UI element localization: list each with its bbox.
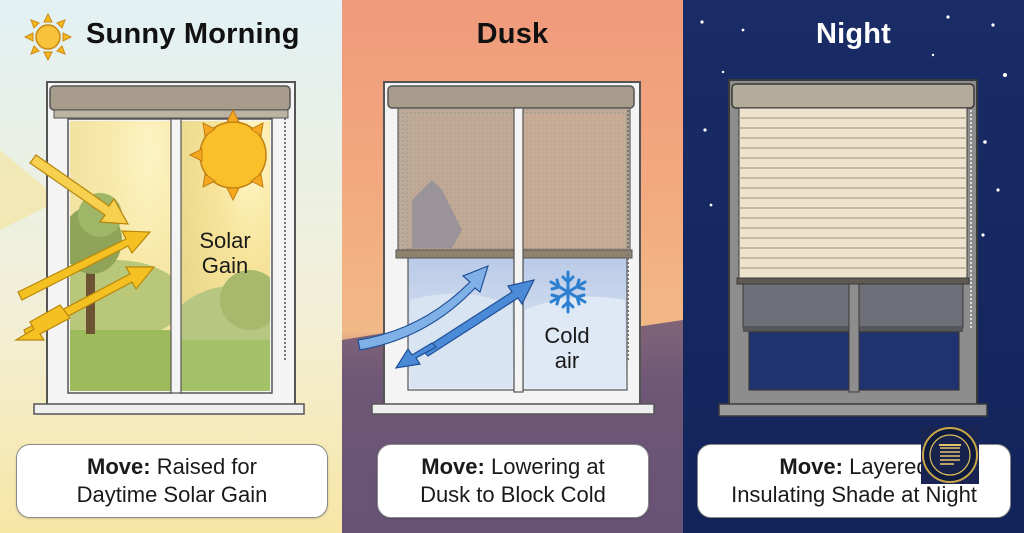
snowflake-icon [549,270,587,314]
roller-housing [731,83,975,109]
cold-air-label-line2: air [554,348,580,373]
caption-text: Raised for [156,454,257,479]
caption-line-1: Move: Layered [779,453,928,481]
caption-line-1: Move: Lowering at [421,453,604,481]
panel-title: Dusk [476,18,549,50]
panel-title: Night [815,18,892,50]
panel-sunny-morning: Solar Gain Sunny Morning Move: Raised fo… [0,0,342,533]
sun-icon [24,13,72,61]
solar-gain-label-line2: Gain [201,253,249,278]
sun-illustration [188,108,267,202]
pleated-shade [736,107,970,285]
cold-air-label: Cold air [532,323,602,373]
move-caption: Move: Raised for Daytime Solar Gain [16,444,328,518]
caption-strong: Move: [779,454,843,479]
caption-text: Layered [849,454,929,479]
cold-air-arrows [357,264,536,369]
panel-dusk: Cold air Dusk Move: Lowering at Dusk to … [342,0,683,533]
panel-title: Sunny Morning [86,18,300,50]
caption-strong: Move: [87,454,151,479]
night-scene [683,0,1024,533]
move-caption: Move: Lowering at Dusk to Block Cold [377,444,649,518]
solar-gain-label: Solar Gain [188,228,262,278]
roller-housing [49,85,291,111]
caption-line-2: Daytime Solar Gain [76,482,268,507]
caption-text: Lowering at [490,454,605,479]
caption-line-2: Dusk to Block Cold [420,482,606,507]
roller-housing [387,85,635,109]
caption-line-2: Insulating Shade at Night [731,482,977,507]
panel-night: Night Move: Layered Insulating Shade at … [683,0,1024,533]
shade-badge-icon [921,426,979,484]
star-icon [700,15,1007,237]
morning-scene [0,0,342,533]
solar-gain-label-line1: Solar [199,228,251,253]
cold-air-label-line1: Cold [544,323,590,348]
caption-line-1: Move: Raised for [87,453,257,481]
caption-strong: Move: [421,454,485,479]
solar-gain-arrows [13,154,156,341]
